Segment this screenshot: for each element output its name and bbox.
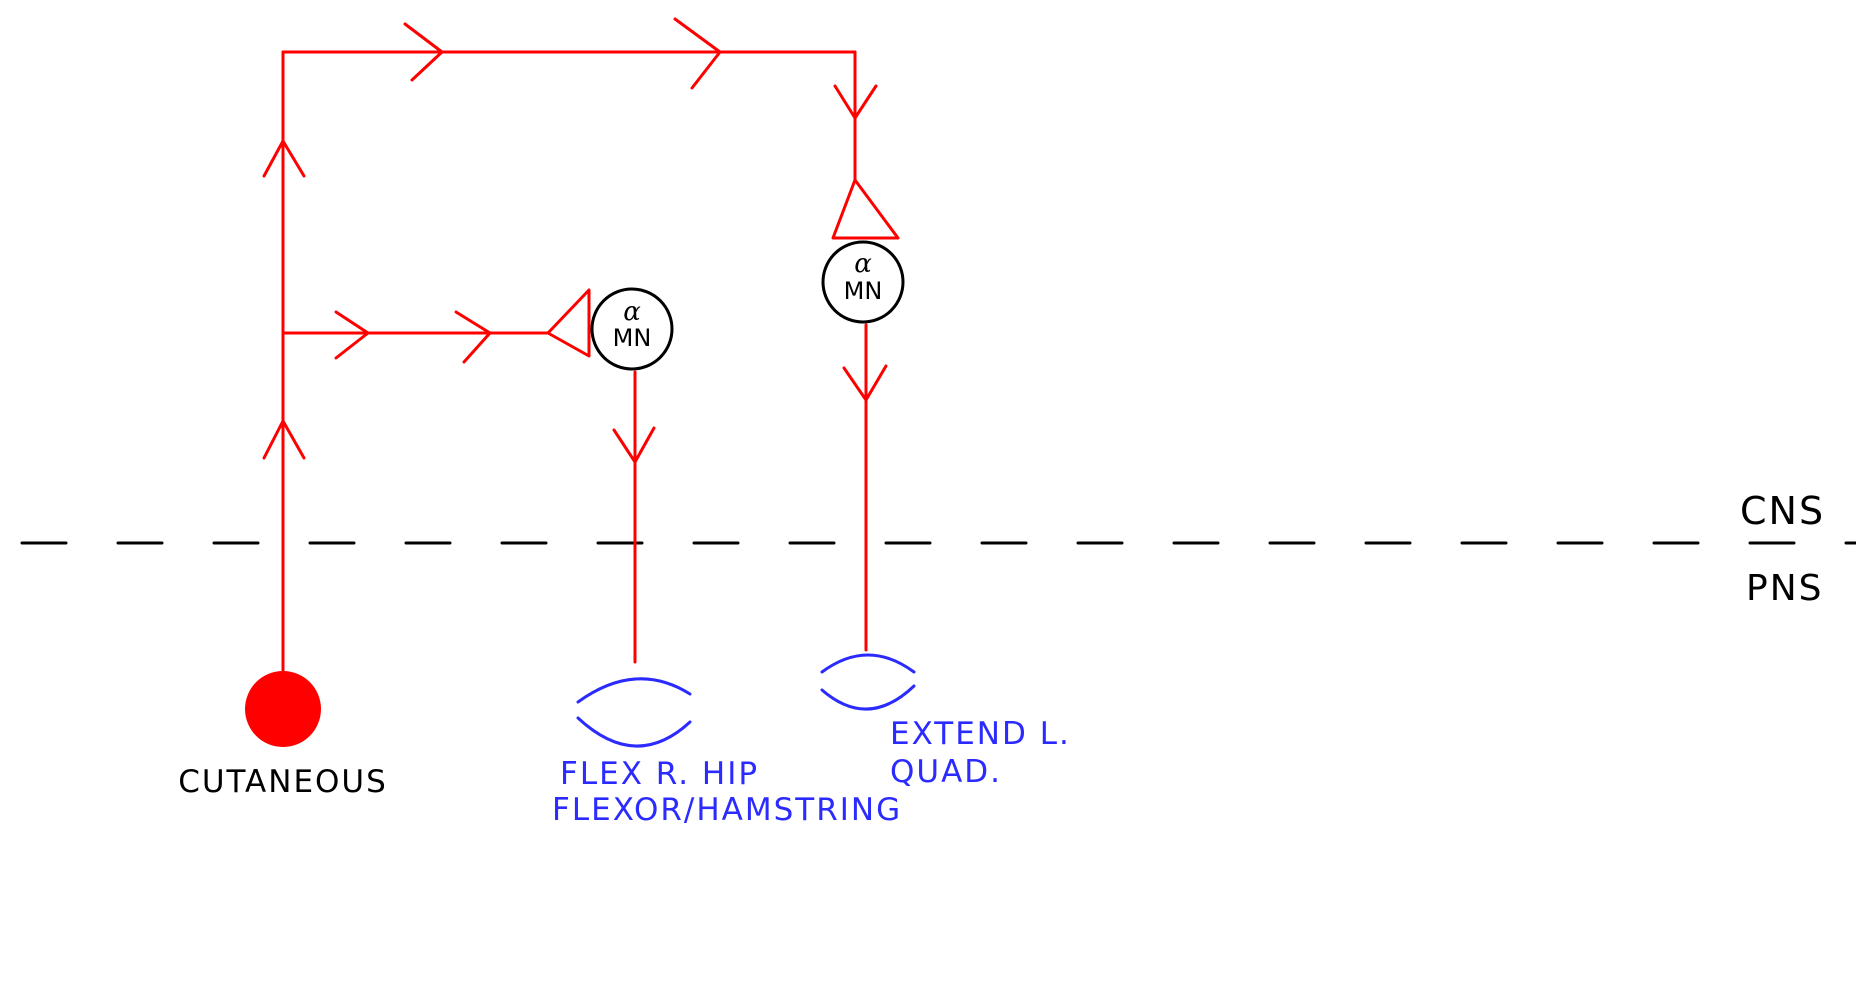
alpha-symbol: α — [854, 249, 872, 279]
cns-label: CNS — [1740, 489, 1825, 533]
arrow-right-icon — [673, 17, 722, 90]
cutaneous-receptor — [245, 671, 321, 747]
arrow-down-icon — [842, 364, 888, 402]
arrow-up-icon — [262, 419, 306, 460]
sensory-pathway — [262, 17, 900, 702]
motor-neuron-left: α MN — [590, 287, 674, 371]
synapse-terminal-left — [546, 288, 591, 358]
pns-label: PNS — [1746, 568, 1824, 609]
synapse-terminal-right — [831, 178, 900, 240]
extensor-muscle — [820, 653, 916, 711]
flexor-label-line2: FLEXOR/HAMSTRING — [552, 792, 902, 828]
arrow-down-icon — [612, 426, 656, 464]
extensor-label-line2: QUAD. — [890, 754, 1002, 790]
arrow-right-icon — [454, 310, 492, 364]
mn-label: MN — [844, 277, 883, 305]
flexor-label-line1: FLEX R. HIP — [560, 756, 759, 792]
mn-label: MN — [613, 324, 652, 352]
motor-neuron-right: α MN — [821, 240, 905, 324]
extensor-label-line1: EXTEND L. — [890, 716, 1071, 752]
receptor-label: CUTANEOUS — [178, 764, 388, 800]
alpha-symbol: α — [623, 297, 641, 327]
arrow-right-icon — [334, 310, 370, 360]
flexor-muscle — [576, 677, 692, 748]
arrow-down-icon — [833, 84, 878, 120]
arrow-up-icon — [262, 139, 306, 178]
arrow-right-icon — [403, 22, 444, 82]
